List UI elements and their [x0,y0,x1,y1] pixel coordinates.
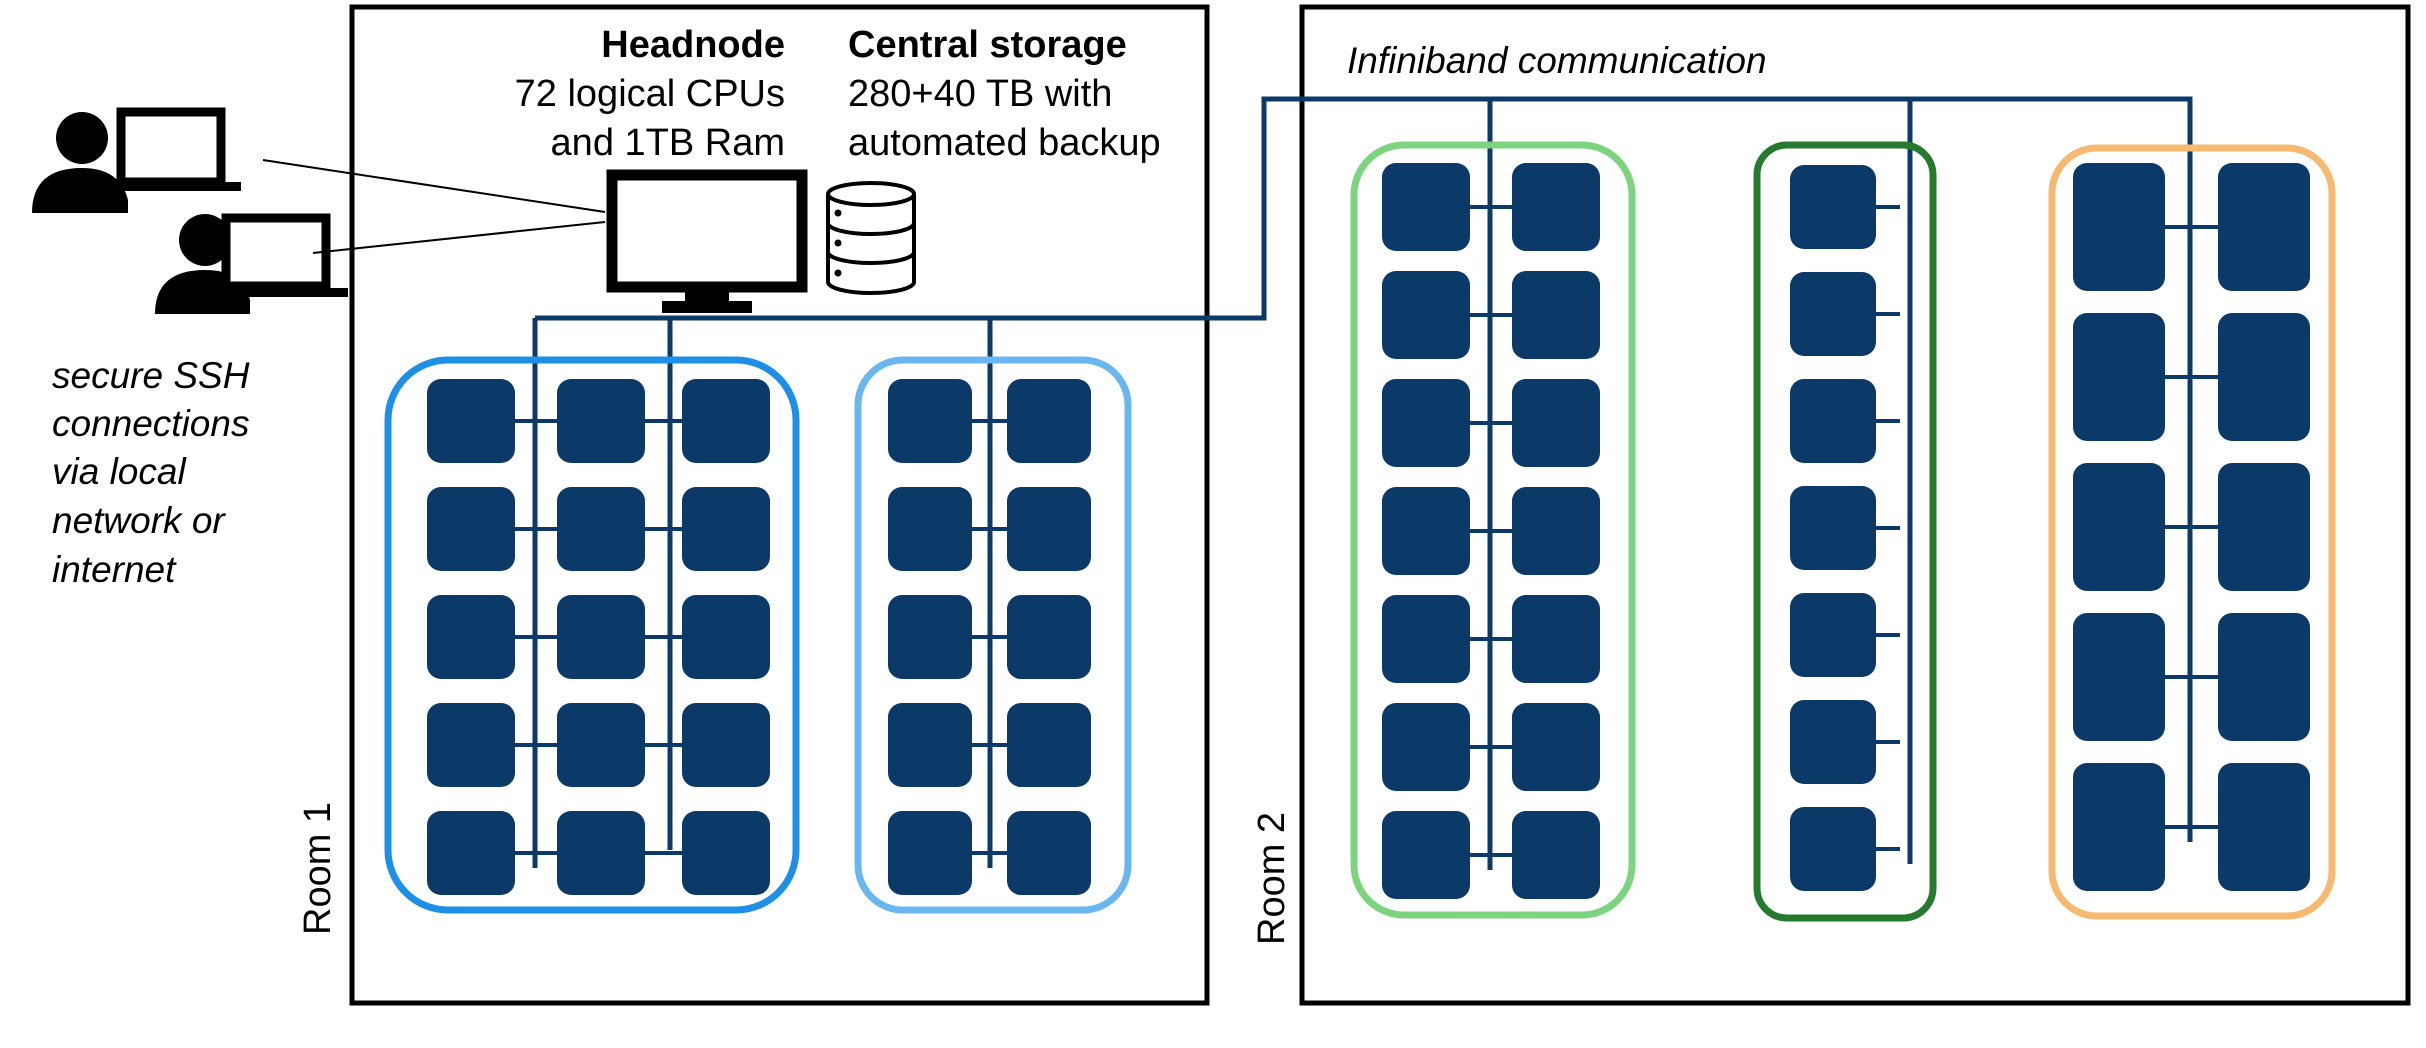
ssh-line-1: secure SSH [52,355,250,396]
compute-node [2218,613,2310,741]
compute-node [2073,163,2165,291]
compute-node-groups [384,99,2336,922]
compute-node [1382,379,1470,467]
user-laptop-icon [155,213,348,314]
compute-node [888,595,972,679]
storage-line-2: automated backup [848,122,1161,164]
compute-node [1790,807,1876,891]
node-group-outline [1350,141,1636,919]
compute-node [682,379,770,463]
compute-node [1007,703,1091,787]
compute-node [1382,271,1470,359]
compute-node [1512,271,1600,359]
ssh-line-5: internet [52,549,177,590]
compute-node [1512,811,1600,899]
compute-node [888,379,972,463]
ssh-connection-line [312,221,606,254]
storage-line-1: 280+40 TB with [848,73,1112,115]
node-group-outline [384,356,800,914]
compute-node [1007,595,1091,679]
infiniband-label: Infiniband communication [1347,40,1767,81]
compute-node [682,811,770,895]
headnode-line-2: and 1TB Ram [551,122,785,164]
compute-node [888,811,972,895]
compute-node [427,487,515,571]
compute-node [2218,163,2310,291]
compute-node [1382,487,1470,575]
compute-node [1790,379,1876,463]
node-group-outline [2048,144,2336,920]
node-group-outline [1753,141,1937,922]
compute-node [1007,487,1091,571]
compute-node [1512,703,1600,791]
compute-node [1790,593,1876,677]
compute-node [2073,763,2165,891]
compute-node [1007,811,1091,895]
user-laptop-icon [32,107,241,213]
compute-node [2218,463,2310,591]
compute-node [1382,595,1470,683]
compute-node [1382,811,1470,899]
compute-node [427,703,515,787]
node-group-outline [854,356,1132,914]
compute-node [1790,700,1876,784]
compute-node [1512,163,1600,251]
room-2-border [1299,4,2411,1006]
compute-node [682,595,770,679]
ssh-line-3: via local [52,451,187,492]
compute-node [2073,313,2165,441]
compute-node [2073,463,2165,591]
compute-node [1512,487,1600,575]
compute-node [1512,595,1600,683]
compute-node [1007,379,1091,463]
compute-node [1382,163,1470,251]
compute-node [427,811,515,895]
compute-node [1382,703,1470,791]
compute-node [1790,165,1876,249]
ssh-line-2: connections [52,403,249,444]
compute-node [888,703,972,787]
room-1-label: Room 1 [297,802,339,935]
compute-node [682,487,770,571]
storage-title: Central storage [848,24,1127,66]
headnode-line-1: 72 logical CPUs [515,73,785,115]
compute-node [2218,763,2310,891]
ssh-caption: secure SSH connections via local network… [52,355,250,590]
storage-caption: Central storage 280+40 TB with automated… [848,24,1161,164]
room-2-label: Room 2 [1251,812,1293,945]
compute-node [1790,272,1876,356]
room-1-border [349,4,1210,1006]
compute-node [427,595,515,679]
compute-node [1790,486,1876,570]
compute-node [427,379,515,463]
compute-node [682,703,770,787]
compute-node [2073,613,2165,741]
headnode-monitor-icon [606,169,808,313]
storage-database-icon [826,181,916,295]
compute-node [1512,379,1600,467]
headnode-title: Headnode [601,24,785,66]
compute-node [888,487,972,571]
compute-node [2218,313,2310,441]
ssh-line-4: network or [52,500,226,541]
headnode-caption: Headnode 72 logical CPUs and 1TB Ram [515,24,785,164]
ssh-connection-line [262,159,606,213]
